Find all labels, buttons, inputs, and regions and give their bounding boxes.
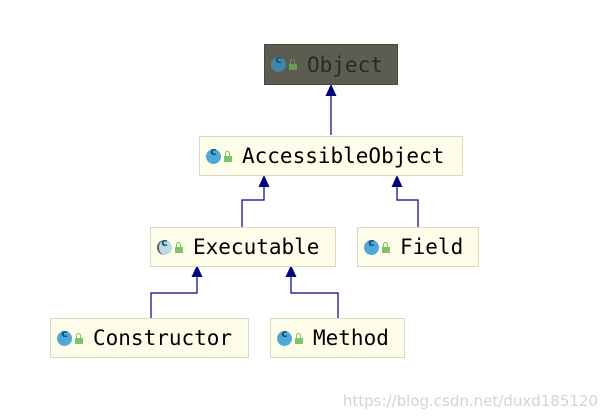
arrowhead-object <box>325 84 337 96</box>
final-class-icon <box>277 327 292 346</box>
edge-field-accessibleobject <box>396 183 419 227</box>
arrowhead-accessibleobject-left <box>258 175 270 187</box>
class-icon <box>206 145 221 164</box>
class-node-accessibleobject[interactable]: AccessibleObject <box>199 136 463 176</box>
class-node-constructor[interactable]: Constructor <box>50 318 249 358</box>
class-node-field[interactable]: Field <box>357 227 479 267</box>
class-name: Method <box>313 326 389 350</box>
arrowhead-executable-left <box>191 265 203 277</box>
arrowhead-executable-right <box>285 265 297 277</box>
public-access-icon <box>289 59 297 70</box>
class-name: AccessibleObject <box>242 144 445 168</box>
public-access-icon <box>75 332 83 344</box>
class-name: Executable <box>193 235 320 259</box>
class-name: Object <box>307 52 383 77</box>
arrowhead-accessibleobject-right <box>391 175 403 187</box>
class-node-method[interactable]: Method <box>270 318 405 358</box>
public-access-icon <box>295 332 303 344</box>
class-node-executable[interactable]: Executable <box>150 227 336 267</box>
final-class-icon <box>57 327 72 346</box>
edge-constructor-executable <box>150 273 198 318</box>
final-class-icon <box>364 236 379 255</box>
watermark: https://blog.csdn.net/duxd185120 <box>342 392 598 410</box>
class-name: Constructor <box>93 326 233 350</box>
edge-method-executable <box>290 273 339 318</box>
public-access-icon <box>382 241 390 253</box>
abstract-class-icon <box>157 236 172 255</box>
class-node-object[interactable]: Object <box>264 44 398 85</box>
edge-executable-accessibleobject <box>241 183 265 227</box>
public-access-icon <box>224 150 232 162</box>
class-icon <box>271 53 286 72</box>
public-access-icon <box>175 241 183 253</box>
class-name: Field <box>400 235 464 259</box>
